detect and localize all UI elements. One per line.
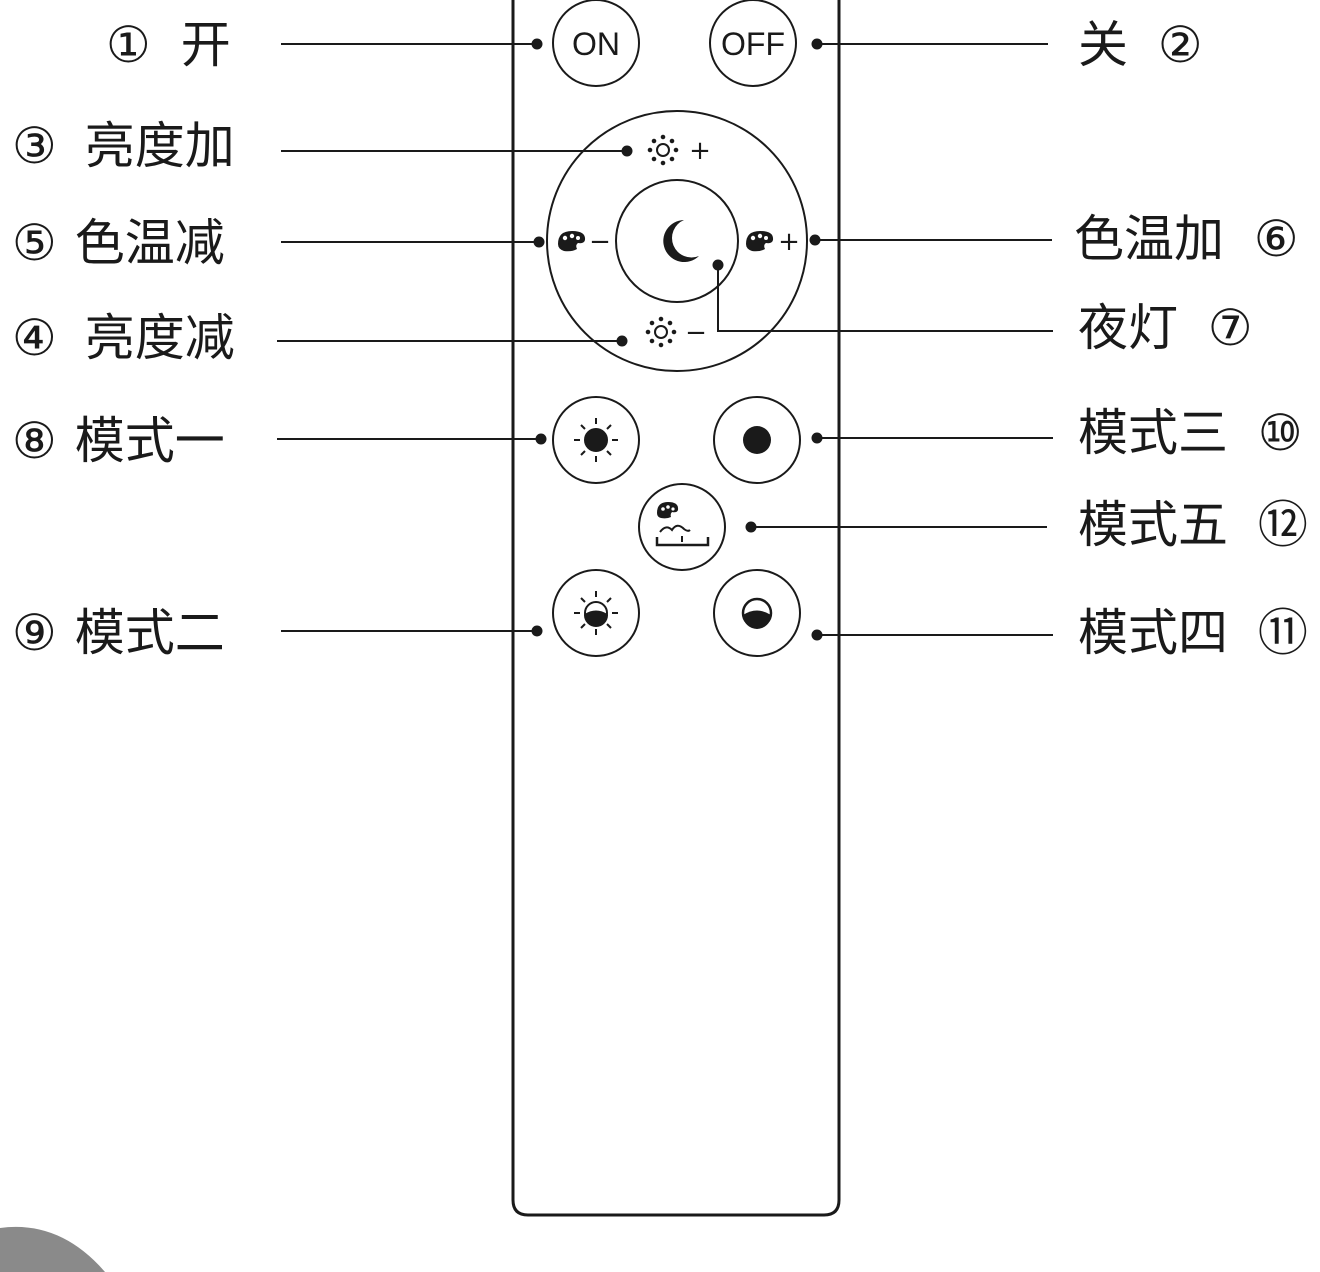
callout-2-number: ② xyxy=(1158,16,1203,74)
color-temp-up-button[interactable]: + xyxy=(746,227,800,257)
sun-filled-icon xyxy=(574,418,618,462)
off-button-label: OFF xyxy=(721,26,785,62)
remote-body xyxy=(511,0,841,1217)
callout-7-number: ⑦ xyxy=(1208,299,1253,357)
callout-7-text: 夜灯 xyxy=(1078,299,1178,357)
night-light-button[interactable] xyxy=(615,179,739,303)
brightness-up-symbol: + xyxy=(689,136,711,166)
callout-10-text: 模式三 xyxy=(1078,404,1228,462)
off-button[interactable]: OFF xyxy=(709,0,797,87)
filled-dot-icon xyxy=(743,426,771,454)
palette-icon xyxy=(746,231,774,252)
callout-5: ⑤ 色温减 xyxy=(12,214,225,272)
half-circle-icon xyxy=(741,597,773,629)
color-temp-down-button[interactable]: − xyxy=(558,227,611,257)
half-sun-icon xyxy=(574,591,618,635)
callout-1-number: ① xyxy=(106,16,151,74)
color-temp-up-symbol: + xyxy=(778,227,800,257)
corner-decoration xyxy=(0,1226,105,1272)
leader-lines xyxy=(277,38,1053,641)
mode-one-button[interactable] xyxy=(552,396,640,484)
callout-12-number: ⑫ xyxy=(1258,496,1308,554)
callout-12: 模式五 ⑫ xyxy=(1078,496,1308,554)
callout-8-number: ⑧ xyxy=(12,412,57,470)
mode-three-button[interactable] xyxy=(713,396,801,484)
palette-icon xyxy=(558,231,586,252)
callout-11-number: ⑪ xyxy=(1258,604,1308,662)
sun-outline-icon xyxy=(645,316,677,348)
callout-1: ① 开 xyxy=(106,16,231,74)
callout-8-text: 模式一 xyxy=(75,412,225,470)
brightness-up-button[interactable]: + xyxy=(647,134,711,166)
brightness-down-symbol: − xyxy=(685,318,707,348)
callout-4-text: 亮度减 xyxy=(85,309,235,367)
callout-11-text: 模式四 xyxy=(1078,604,1228,662)
callout-10: 模式三 ⑩ xyxy=(1078,404,1303,462)
callout-6-text: 色温加 xyxy=(1074,210,1224,268)
callout-3: ③ 亮度加 xyxy=(12,117,235,175)
color-temp-down-symbol: − xyxy=(589,227,611,257)
callout-2: 关 ② xyxy=(1078,16,1203,74)
callout-6: 色温加 ⑥ xyxy=(1074,210,1299,268)
on-button[interactable]: ON xyxy=(552,0,640,87)
callout-4-number: ④ xyxy=(12,309,57,367)
callout-6-number: ⑥ xyxy=(1254,210,1299,268)
callout-3-number: ③ xyxy=(12,117,57,175)
callout-5-number: ⑤ xyxy=(12,214,57,272)
callout-4: ④ 亮度减 xyxy=(12,309,235,367)
callout-11: 模式四 ⑪ xyxy=(1078,604,1308,662)
mode-four-button[interactable] xyxy=(713,569,801,657)
callout-1-text: 开 xyxy=(181,16,231,74)
palette-landscape-icon xyxy=(655,502,710,547)
callout-5-text: 色温减 xyxy=(75,214,225,272)
sun-outline-icon xyxy=(647,134,679,166)
callout-2-text: 关 xyxy=(1078,16,1128,74)
on-button-label: ON xyxy=(572,26,620,62)
callout-12-text: 模式五 xyxy=(1078,496,1228,554)
callout-9-number: ⑨ xyxy=(12,604,57,662)
mode-two-button[interactable] xyxy=(552,569,640,657)
callout-10-number: ⑩ xyxy=(1258,404,1303,462)
control-ring xyxy=(546,110,808,372)
callout-9: ⑨ 模式二 xyxy=(12,604,225,662)
callout-7: 夜灯 ⑦ xyxy=(1078,299,1253,357)
brightness-down-button[interactable]: − xyxy=(645,316,707,348)
callout-3-text: 亮度加 xyxy=(85,117,235,175)
mode-five-button[interactable] xyxy=(638,483,726,571)
moon-icon xyxy=(663,220,699,262)
callout-8: ⑧ 模式一 xyxy=(12,412,225,470)
callout-9-text: 模式二 xyxy=(75,604,225,662)
